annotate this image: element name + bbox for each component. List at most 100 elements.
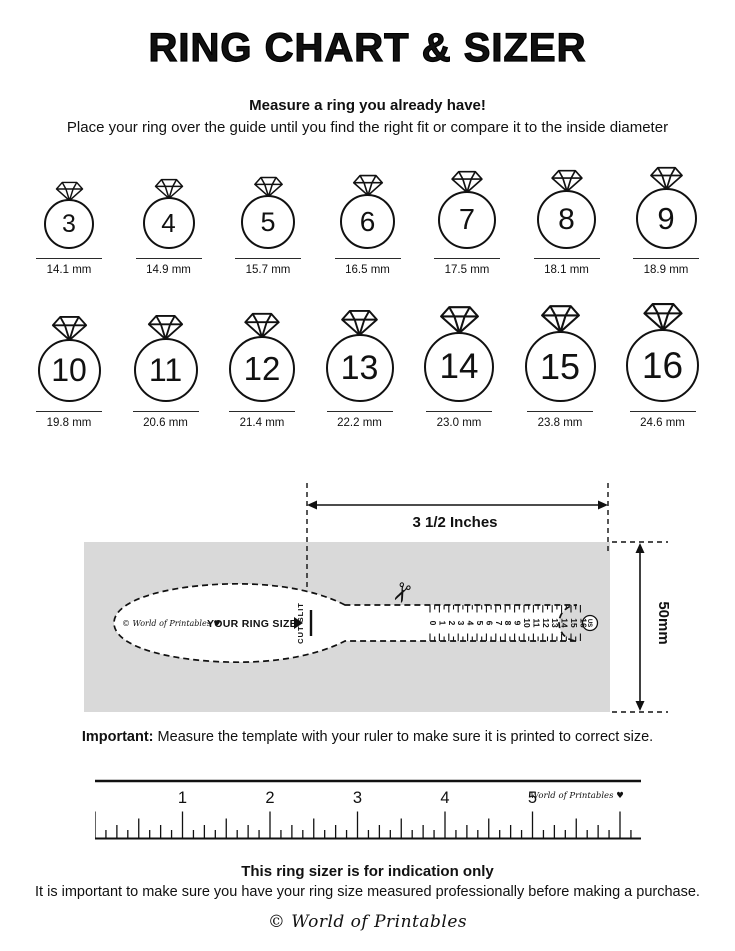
footer-text: It is important to make sure you have yo… (35, 884, 700, 900)
svg-text:15: 15 (569, 618, 579, 628)
ring-size-12: 12 21.4 mm (229, 312, 295, 429)
cut-slit-label: CUT SLIT (296, 602, 305, 644)
ring-circle: 5 (241, 195, 295, 249)
svg-text:0: 0 (428, 621, 438, 626)
ring-divider (135, 258, 202, 259)
ring-divider (235, 258, 301, 259)
sizer-template-outline (113, 582, 578, 664)
ring-divider (629, 411, 696, 412)
ring-divider (434, 258, 500, 259)
height-dimension-arrow (612, 541, 668, 713)
ring-circle: 15 (524, 331, 596, 402)
footer-heading: This ring sizer is for indication only (241, 863, 494, 880)
us-label: US (586, 619, 592, 627)
diamond-icon (540, 305, 580, 333)
svg-text:3: 3 (353, 789, 362, 807)
ring-diameter-label: 23.0 mm (436, 417, 482, 429)
diamond-icon (352, 174, 383, 197)
pointer-icon (294, 617, 303, 629)
intro-section: Measure a ring you already have! Place y… (0, 97, 735, 136)
ring-diameter-label: 16.5 mm (345, 264, 390, 276)
diamond-icon (439, 306, 479, 334)
svg-text:6: 6 (484, 621, 494, 626)
ring-size-8: 8 18.1 mm (533, 169, 600, 276)
ring-divider (229, 411, 295, 412)
us-marker-circle (581, 614, 599, 632)
ring-size-6: 6 16.5 mm (334, 174, 401, 276)
ring-divider (426, 411, 492, 412)
ring-circle: 12 (229, 336, 295, 402)
svg-text:11: 11 (531, 619, 541, 628)
diamond-icon (341, 309, 378, 337)
ring-circle: 16 (626, 329, 699, 402)
ring-circle: 14 (424, 332, 494, 402)
footer-section: This ring sizer is for indication only I… (0, 863, 735, 932)
ring-diameter-label: 20.6 mm (143, 417, 188, 429)
ring-diameter-label: 15.7 mm (245, 264, 291, 276)
ring-diameter-label: 21.4 mm (239, 417, 285, 429)
diamond-icon (649, 166, 683, 191)
ring-divider (36, 258, 102, 259)
diamond-icon (147, 315, 184, 340)
ring-circle: 4 (142, 197, 195, 249)
svg-text:2: 2 (447, 621, 457, 626)
ring-circle: 10 (37, 339, 101, 402)
ring-diameter-label: 19.8 mm (46, 417, 92, 429)
your-ring-size-label: YOUR RING SIZE (207, 618, 297, 630)
svg-text:8: 8 (503, 621, 513, 626)
ring-divider (132, 411, 199, 412)
diamond-icon (55, 181, 83, 202)
svg-text:10: 10 (522, 618, 532, 628)
ring-size-3: 3 14.1 mm (36, 181, 102, 276)
ring-diameter-label: 18.9 mm (643, 264, 689, 276)
ring-circle: 3 (44, 199, 94, 249)
diamond-icon (253, 176, 283, 198)
ring-divider (527, 411, 593, 412)
svg-text:16: 16 (578, 618, 588, 628)
ring-divider (36, 411, 102, 412)
diamond-icon (51, 316, 87, 341)
diamond-icon (154, 178, 183, 200)
ring-diameter-label: 22.2 mm (337, 417, 382, 429)
ring-size-14: 14 23.0 mm (424, 305, 494, 429)
important-note: Important: Measure the template with you… (0, 729, 735, 745)
ring-circle: 6 (340, 194, 395, 249)
svg-text:14: 14 (560, 618, 570, 628)
ring-divider (633, 258, 699, 259)
width-dimension-label: 3 1/2 Inches (412, 514, 497, 531)
ring-diameter-label: 14.9 mm (146, 264, 191, 276)
ring-circle: 7 (438, 191, 496, 249)
ring-size-4: 4 14.9 mm (135, 178, 202, 276)
width-dimension-arrow (306, 483, 609, 587)
important-text: Measure the template with your ruler to … (157, 729, 654, 745)
ring-circle: 9 (635, 188, 697, 249)
intro-text: Place your ring over the guide until you… (66, 119, 669, 136)
diamond-icon (642, 303, 683, 331)
ring-diameter-label: 18.1 mm (544, 264, 589, 276)
ring-size-5: 5 15.7 mm (235, 176, 301, 276)
important-label: Important: (81, 729, 154, 745)
sizer-brand: © World of Printables ♥ (122, 619, 221, 628)
svg-text:7: 7 (494, 621, 504, 626)
diamond-icon (550, 169, 583, 193)
ring-diameter-label: 14.1 mm (46, 264, 92, 276)
ring-diameter-label: 24.6 mm (640, 417, 685, 429)
ring-divider (334, 258, 401, 259)
ring-size-9: 9 18.9 mm (633, 166, 699, 276)
diamond-icon (451, 170, 483, 194)
ring-circle: 8 (537, 190, 596, 249)
diamond-icon (244, 312, 280, 339)
ruler-ticks (95, 811, 632, 839)
svg-text:9: 9 (513, 621, 523, 626)
ruler-brand: World of Printables ♥ (530, 791, 624, 801)
height-dimension-label: 50mm (655, 601, 672, 644)
